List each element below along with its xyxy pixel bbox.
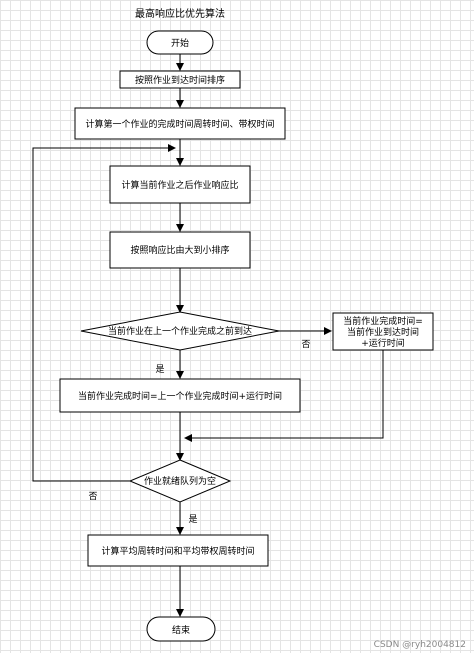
- queue-empty-label: 作业就绪队列为空: [144, 475, 216, 487]
- calc-first-step: 计算第一个作业的完成时间周转时间、带权时间: [74, 107, 286, 140]
- yes-label-arrival: 是: [155, 364, 164, 375]
- edge-loop-back: [32, 144, 176, 482]
- sort-arrival-step: 按照作业到达时间排序: [119, 70, 241, 89]
- no-label-empty: 否: [88, 491, 97, 502]
- sort-arrival-label: 按照作业到达时间排序: [135, 74, 225, 86]
- no-label-arrival: 否: [301, 339, 310, 350]
- diagram-title: 最高响应比优先算法: [135, 7, 225, 20]
- start-label: 开始: [171, 37, 189, 49]
- sort-ratio-label: 按照响应比由大到小排序: [130, 244, 229, 256]
- finish-b-line-1: 当前作业完成时间=: [343, 315, 423, 327]
- end-label: 结束: [172, 624, 190, 636]
- edge-finish-b-to-merge: [184, 350, 384, 442]
- edges: [32, 54, 384, 617]
- calc-first-label: 计算第一个作业的完成时间周转时间、带权时间: [85, 118, 274, 130]
- calc-ratio-label: 计算当前作业之后作业响应比: [121, 179, 238, 191]
- finish-b-line-2: 当前作业到达时间: [347, 326, 419, 338]
- start-node: 开始: [146, 30, 214, 55]
- calc-average-label: 计算平均周转时间和平均带权周转时间: [101, 545, 254, 557]
- finish-b-line-3: +运行时间: [361, 337, 405, 349]
- arrival-decision-label: 当前作业在上一个作业完成之前到达: [108, 325, 252, 337]
- end-node: 结束: [146, 616, 216, 642]
- calc-ratio-step: 计算当前作业之后作业响应比: [109, 165, 251, 204]
- finish-time-arrival-step: 当前作业完成时间= 当前作业到达时间 +运行时间: [332, 312, 434, 351]
- sort-ratio-step: 按照响应比由大到小排序: [109, 231, 251, 269]
- yes-label-empty: 是: [188, 514, 197, 525]
- finish-time-previous-step: 当前作业完成时间=上一个作业完成时间+运行时间: [59, 378, 301, 413]
- queue-empty-decision: 作业就绪队列为空: [128, 459, 232, 503]
- watermark: CSDN @ryh2004812: [374, 640, 466, 650]
- arrival-decision: 当前作业在上一个作业完成之前到达: [80, 311, 280, 351]
- calc-average-step: 计算平均周转时间和平均带权周转时间: [87, 534, 269, 567]
- finish-a-label: 当前作业完成时间=上一个作业完成时间+运行时间: [78, 390, 282, 402]
